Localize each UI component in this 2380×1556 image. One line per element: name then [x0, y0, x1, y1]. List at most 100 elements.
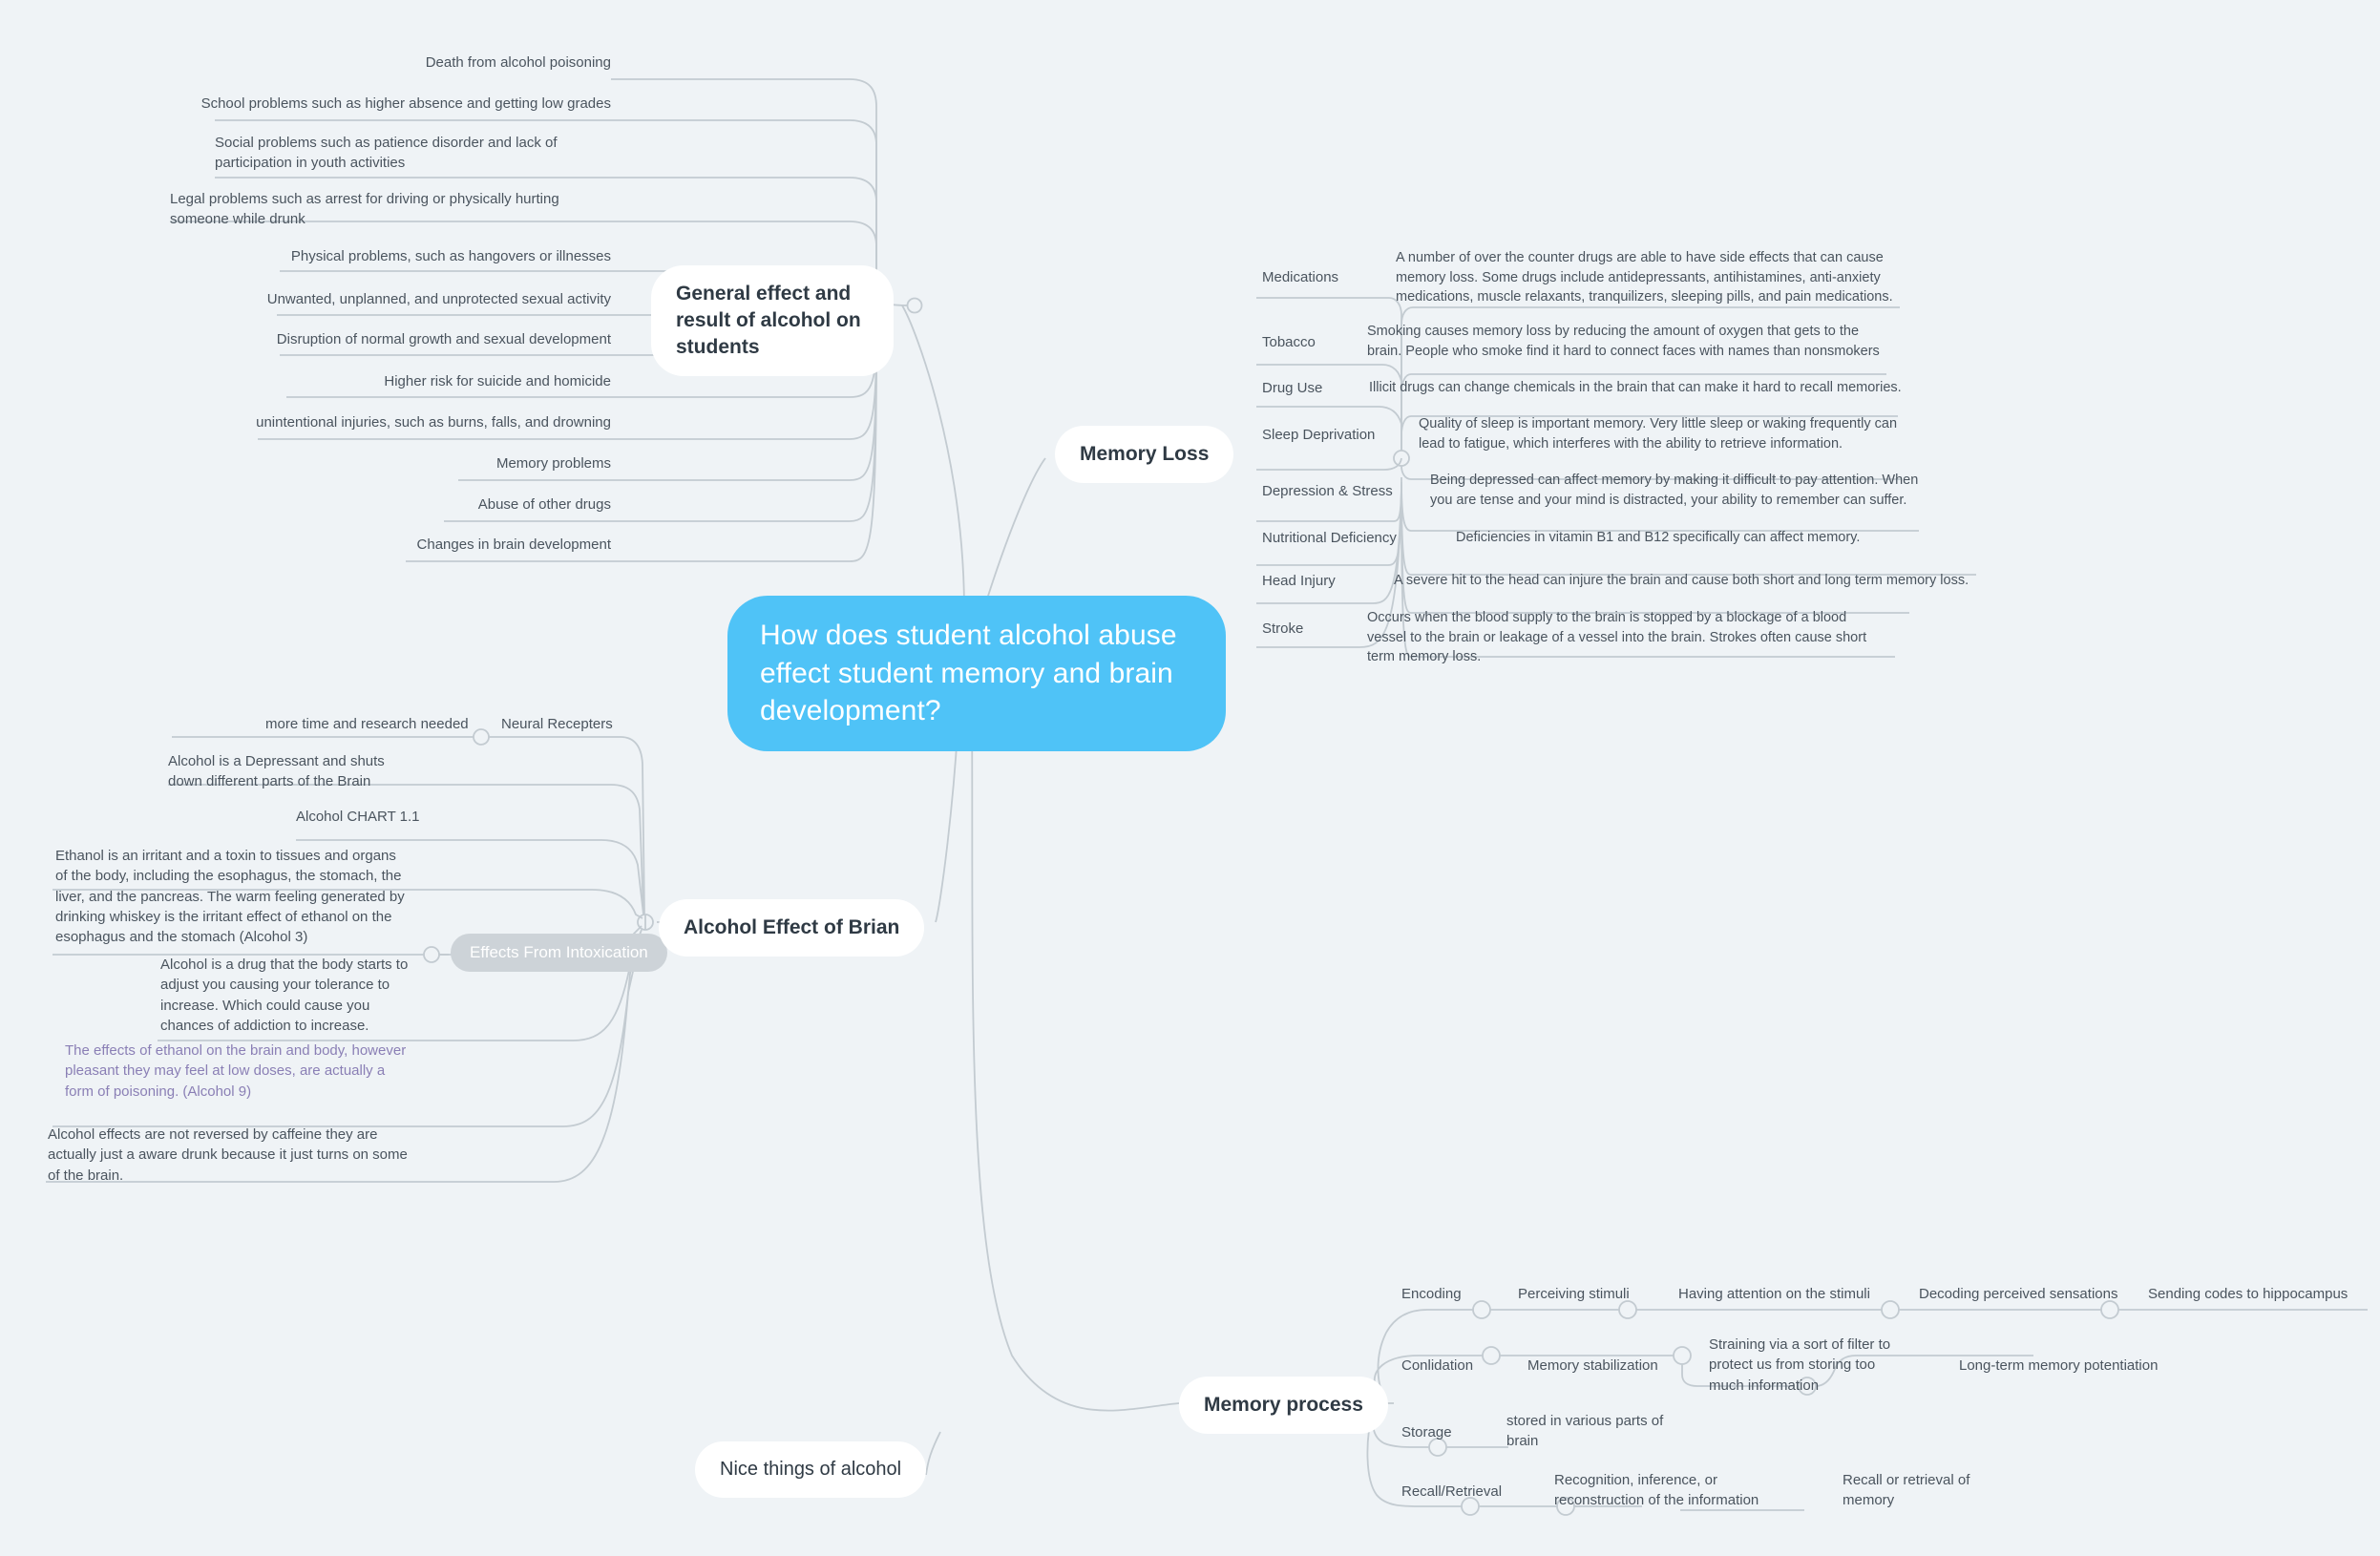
leaf-general-9[interactable]: Memory problems — [315, 453, 611, 473]
gray-pill-effects-from-intoxication[interactable]: Effects From Intoxication — [451, 934, 667, 973]
leaf-detail: A severe hit to the head can injure the … — [1394, 573, 1969, 588]
leaf-general-3[interactable]: Legal problems such as arrest for drivin… — [170, 189, 619, 230]
branch-label: Nice things of alcohol — [720, 1459, 902, 1480]
leaf-memproc-conlidation[interactable]: Conlidation — [1401, 1356, 1526, 1376]
leaf-label: Neural Recepters — [501, 716, 613, 732]
leaf-general-0[interactable]: Death from alcohol poisoning — [267, 53, 611, 73]
leaf-brian-chart[interactable]: Alcohol CHART 1.1 — [296, 807, 506, 827]
leaf-memproc-recall[interactable]: Recall/Retrieval — [1401, 1482, 1545, 1502]
leaf-label: Memory stabilization — [1527, 1357, 1658, 1374]
leaf-label: Ethanol is an irritant and a toxin to ti… — [55, 848, 405, 946]
leaf-label: Long-term memory potentiation — [1959, 1357, 2159, 1374]
leaf-label: Perceiving stimuli — [1518, 1286, 1630, 1302]
leaf-label: Nutritional Deficiency — [1262, 530, 1397, 546]
leaf-memproc-conlidation-step-2[interactable]: Long-term memory potentiation — [1959, 1356, 2179, 1376]
leaf-label: Storage — [1401, 1424, 1452, 1440]
branch-node-nice-things[interactable]: Nice things of alcohol — [695, 1441, 927, 1498]
leaf-label: Sending codes to hippocampus — [2148, 1286, 2348, 1302]
leaf-label: Death from alcohol poisoning — [425, 54, 611, 71]
leaf-memoryloss-5-label[interactable]: Nutritional Deficiency — [1262, 528, 1453, 548]
leaf-memproc-encoding-step-3[interactable]: Sending codes to hippocampus — [2148, 1284, 2368, 1304]
leaf-label: Disruption of normal growth and sexual d… — [276, 331, 611, 347]
leaf-label: Recall/Retrieval — [1401, 1483, 1503, 1500]
leaf-memoryloss-4-label[interactable]: Depression & Stress — [1262, 481, 1443, 501]
leaf-brian-caffeine[interactable]: Alcohol effects are not reversed by caff… — [48, 1125, 411, 1186]
leaf-memoryloss-0-label[interactable]: Medications — [1262, 267, 1415, 287]
leaf-general-2[interactable]: Social problems such as patience disorde… — [215, 133, 616, 174]
leaf-label: Straining via a sort of filter to protec… — [1709, 1336, 1891, 1394]
leaf-label: Stroke — [1262, 620, 1304, 637]
leaf-label: Higher risk for suicide and homicide — [384, 373, 611, 389]
leaf-memproc-encoding-step-2[interactable]: Decoding perceived sensations — [1919, 1284, 2138, 1304]
leaf-label: Memory problems — [495, 455, 611, 472]
leaf-memoryloss-3-detail[interactable]: Quality of sleep is important memory. Ve… — [1419, 414, 1906, 453]
leaf-label: Recognition, inference, or reconstructio… — [1554, 1472, 1759, 1509]
leaf-label: Depression & Stress — [1262, 483, 1393, 499]
leaf-brian-depressant[interactable]: Alcohol is a Depressant and shuts down d… — [168, 751, 416, 792]
branch-node-alcohol-effect-brian[interactable]: Alcohol Effect of Brian — [659, 899, 925, 957]
leaf-brian-tolerance[interactable]: Alcohol is a drug that the body starts t… — [160, 955, 409, 1036]
leaf-memoryloss-6-label[interactable]: Head Injury — [1262, 571, 1415, 591]
leaf-detail: Being depressed can affect memory by mak… — [1430, 473, 1919, 508]
leaf-memoryloss-1-detail[interactable]: Smoking causes memory loss by reducing t… — [1367, 322, 1887, 361]
leaf-general-1[interactable]: School problems such as higher absence a… — [115, 94, 611, 114]
root-label: How does student alcohol abuse effect st… — [760, 620, 1177, 727]
leaf-label: Medications — [1262, 269, 1339, 285]
leaf-label: Unwanted, unplanned, and unprotected sex… — [266, 291, 611, 307]
leaf-detail: Illicit drugs can change chemicals in th… — [1369, 380, 1902, 395]
leaf-label: unintentional injuries, such as burns, f… — [256, 414, 611, 431]
leaf-detail: Smoking causes memory loss by reducing t… — [1367, 324, 1880, 359]
leaf-label: Drug Use — [1262, 380, 1323, 396]
leaf-brian-ethanol-irritant[interactable]: Ethanol is an irritant and a toxin to ti… — [55, 846, 409, 947]
branch-label: General effect and result of alcohol on … — [676, 283, 861, 359]
leaf-general-5[interactable]: Unwanted, unplanned, and unprotected sex… — [210, 289, 611, 309]
leaf-general-7[interactable]: Higher risk for suicide and homicide — [267, 371, 611, 391]
leaf-memoryloss-5-detail[interactable]: Deficiencies in vitamin B1 and B12 speci… — [1456, 528, 1933, 548]
leaf-label: Legal problems such as arrest for drivin… — [170, 191, 559, 228]
leaf-memoryloss-3-label[interactable]: Sleep Deprivation — [1262, 425, 1434, 445]
leaf-brian-ethanol-poisoning[interactable]: The effects of ethanol on the brain and … — [65, 1041, 409, 1102]
branch-node-general-effect[interactable]: General effect and result of alcohol on … — [651, 265, 894, 377]
branch-label: Alcohol Effect of Brian — [684, 916, 900, 938]
leaf-memoryloss-7-detail[interactable]: Occurs when the blood supply to the brai… — [1367, 608, 1883, 667]
leaf-label: Sleep Deprivation — [1262, 427, 1376, 443]
leaf-label: stored in various parts of brain — [1506, 1413, 1664, 1450]
leaf-memproc-encoding-step-1[interactable]: Having attention on the stimuli — [1678, 1284, 1898, 1304]
leaf-general-10[interactable]: Abuse of other drugs — [315, 494, 611, 515]
leaf-memproc-storage-step-0[interactable]: stored in various parts of brain — [1506, 1411, 1669, 1452]
leaf-brian-neural-detail[interactable]: more time and research needed — [265, 714, 485, 734]
root-node[interactable]: How does student alcohol abuse effect st… — [727, 596, 1226, 751]
leaf-detail: more time and research needed — [265, 716, 469, 732]
leaf-label: Social problems such as patience disorde… — [215, 135, 558, 172]
leaf-label: Abuse of other drugs — [477, 496, 611, 513]
branch-node-memory-process[interactable]: Memory process — [1179, 1377, 1388, 1435]
leaf-general-8[interactable]: unintentional injuries, such as burns, f… — [205, 412, 611, 432]
leaf-memproc-recall-step-1[interactable]: Recall or retrieval of memory — [1843, 1470, 2014, 1511]
leaf-general-4[interactable]: Physical problems, such as hangovers or … — [229, 246, 611, 266]
leaf-label: The effects of ethanol on the brain and … — [65, 1042, 407, 1100]
leaf-memproc-encoding[interactable]: Encoding — [1401, 1284, 1526, 1304]
gray-pill-label: Effects From Intoxication — [470, 943, 648, 961]
leaf-label: Conlidation — [1401, 1357, 1474, 1374]
leaf-memoryloss-6-detail[interactable]: A severe hit to the head can injure the … — [1394, 571, 1986, 591]
leaf-label: Recall or retrieval of memory — [1843, 1472, 1970, 1509]
leaf-memproc-encoding-step-0[interactable]: Perceiving stimuli — [1518, 1284, 1690, 1304]
leaf-brian-neural-recepters[interactable]: Neural Recepters — [501, 714, 711, 734]
leaf-memoryloss-2-detail[interactable]: Illicit drugs can change chemicals in th… — [1369, 378, 1904, 398]
leaf-label: Alcohol is a Depressant and shuts down d… — [168, 753, 385, 790]
branch-label: Memory Loss — [1080, 443, 1210, 465]
leaf-memoryloss-0-detail[interactable]: A number of over the counter drugs are a… — [1396, 248, 1902, 307]
leaf-general-6[interactable]: Disruption of normal growth and sexual d… — [220, 329, 611, 349]
branch-node-memory-loss[interactable]: Memory Loss — [1055, 426, 1234, 484]
leaf-memproc-recall-step-0[interactable]: Recognition, inference, or reconstructio… — [1554, 1470, 1783, 1511]
leaf-label: Encoding — [1401, 1286, 1462, 1302]
leaf-general-11[interactable]: Changes in brain development — [286, 535, 611, 555]
leaf-detail: A number of over the counter drugs are a… — [1396, 250, 1893, 305]
leaf-memoryloss-4-detail[interactable]: Being depressed can affect memory by mak… — [1430, 471, 1919, 510]
leaf-memproc-conlidation-step-0[interactable]: Memory stabilization — [1527, 1356, 1709, 1376]
leaf-memproc-conlidation-step-1[interactable]: Straining via a sort of filter to protec… — [1709, 1335, 1911, 1396]
leaf-label: Alcohol CHART 1.1 — [296, 809, 420, 825]
leaf-label: Head Injury — [1262, 573, 1336, 589]
leaf-label: Alcohol effects are not reversed by caff… — [48, 1126, 408, 1184]
